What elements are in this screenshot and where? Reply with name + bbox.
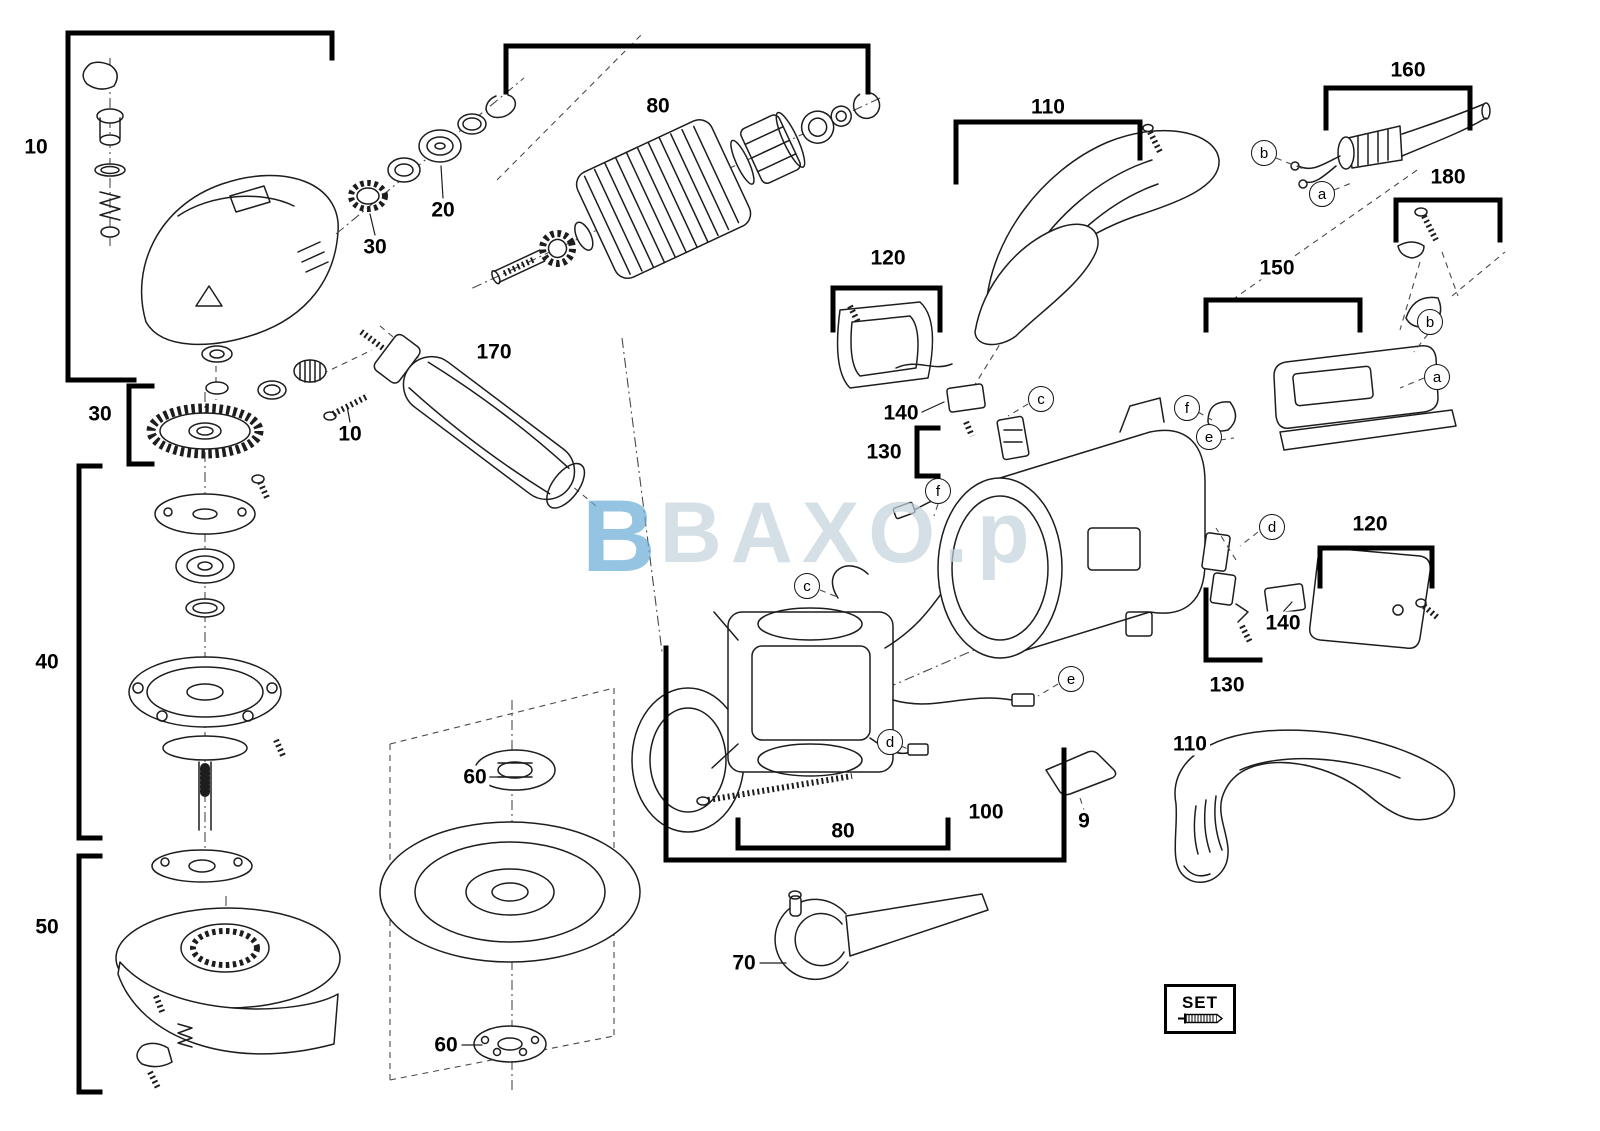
callout-e-2: e xyxy=(1058,666,1084,692)
part-label-9: 9 xyxy=(1075,809,1093,833)
motor-housing xyxy=(937,397,1206,659)
callout-a-2: a xyxy=(1424,364,1450,390)
power-cable xyxy=(1290,102,1491,189)
part-label-150: 150 xyxy=(1256,256,1298,280)
part-label-10-mid: 10 xyxy=(335,422,365,446)
part-label-110-bottom: 110 xyxy=(1170,732,1210,756)
switch-cover-group xyxy=(836,301,1030,461)
callout-d-1: d xyxy=(1259,514,1285,540)
part-label-80-bottom: 80 xyxy=(828,819,858,843)
spindle-bearing-stack xyxy=(128,472,287,883)
set-box: SET xyxy=(1164,984,1236,1034)
pad-9 xyxy=(1045,750,1117,811)
stator-assembly xyxy=(631,497,1035,833)
part-label-50: 50 xyxy=(32,915,62,939)
part-label-70: 70 xyxy=(729,951,759,975)
part-label-80-top: 80 xyxy=(643,94,673,118)
flange-disc-group xyxy=(379,687,641,1092)
bearing-washer-set xyxy=(335,77,525,235)
front-handle xyxy=(1174,729,1456,883)
spindle-lock-parts xyxy=(82,58,126,246)
callout-a-1: a xyxy=(1309,181,1335,207)
part-label-160: 160 xyxy=(1387,58,1429,82)
part-label-100: 100 xyxy=(965,800,1007,824)
part-label-170: 170 xyxy=(473,340,515,364)
set-label: SET xyxy=(1181,992,1219,1012)
callout-b-2: b xyxy=(1417,309,1443,335)
part-label-40: 40 xyxy=(32,650,62,674)
part-label-140-top: 140 xyxy=(880,401,922,425)
screw-set-180 xyxy=(1397,207,1459,331)
part-label-180: 180 xyxy=(1427,165,1469,189)
label-leaders xyxy=(346,165,1293,1046)
group-brackets xyxy=(65,30,1503,1095)
part-label-20: 20 xyxy=(428,198,458,222)
callout-b-1: b xyxy=(1251,140,1277,166)
pin-wrench xyxy=(774,890,989,981)
bevel-gear-group xyxy=(146,359,368,468)
callout-f-1: f xyxy=(1174,395,1200,421)
part-label-120-top: 120 xyxy=(867,246,909,270)
part-label-120-right: 120 xyxy=(1349,512,1391,536)
gear-housing xyxy=(140,174,339,395)
side-handle xyxy=(359,329,586,509)
callout-c-1: c xyxy=(1028,386,1054,412)
part-label-60-top: 60 xyxy=(460,765,490,789)
callout-d-2: d xyxy=(877,729,903,755)
set-screw-icon xyxy=(1178,1013,1224,1023)
armature-assembly xyxy=(472,92,881,289)
part-label-30-top: 30 xyxy=(360,235,390,259)
wheel-guard xyxy=(115,896,341,1090)
switch-parts-right xyxy=(1201,527,1440,650)
part-label-110-top: 110 xyxy=(1028,95,1068,119)
knurled-nut xyxy=(293,359,327,383)
callout-e-1: e xyxy=(1196,424,1222,450)
part-label-10-top: 10 xyxy=(21,135,51,159)
callout-f-2: f xyxy=(925,478,951,504)
rear-handle-shells xyxy=(974,123,1220,346)
part-label-30-mid: 30 xyxy=(85,402,115,426)
part-label-60-bottom: 60 xyxy=(431,1033,461,1057)
callout-c-2: c xyxy=(794,573,820,599)
switch-slide-assembly xyxy=(1207,296,1457,451)
part-label-140-right: 140 xyxy=(1262,611,1304,635)
part-label-130-right: 130 xyxy=(1206,673,1248,697)
callout-leaders xyxy=(819,157,1429,750)
part-label-130-top: 130 xyxy=(863,440,905,464)
